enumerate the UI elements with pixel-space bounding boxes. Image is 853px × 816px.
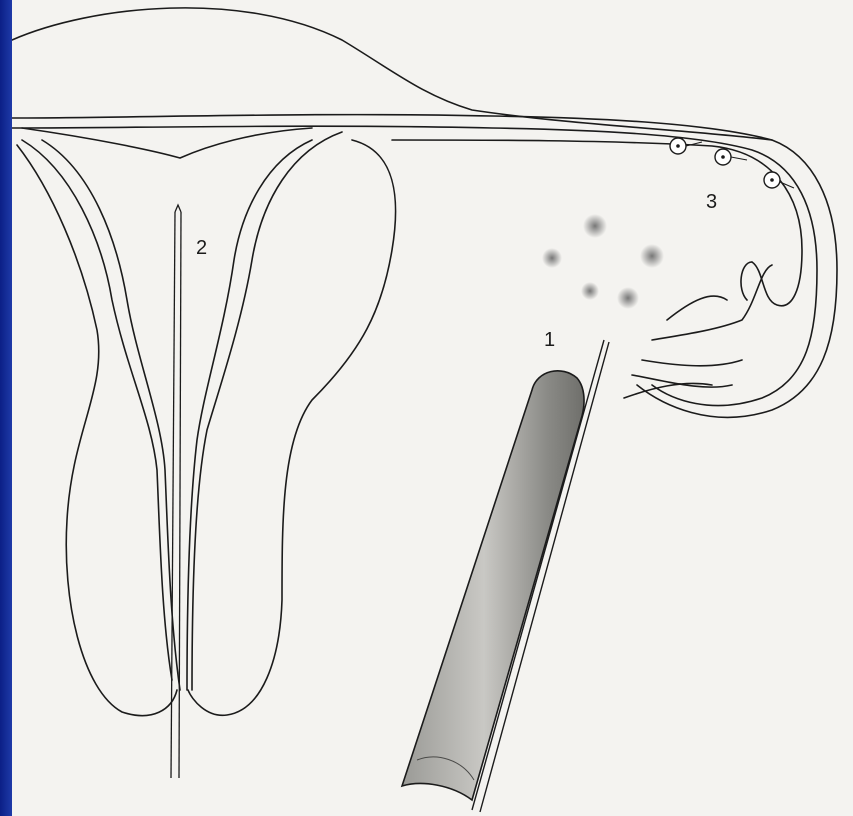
uterus-outer-wall-right	[188, 140, 396, 715]
fallopian-tube-lower-wall	[12, 126, 817, 405]
slide-edge	[0, 0, 12, 816]
label-three: 3	[706, 192, 717, 212]
uterine-fundus	[22, 128, 312, 158]
uterus-inner-wall-right	[192, 132, 342, 690]
fimbriae	[624, 262, 772, 398]
broad-ligament-outline	[12, 8, 772, 140]
drawing-canvas	[12, 0, 853, 816]
uterus-cavity-right	[187, 140, 312, 690]
label-one: 1	[544, 330, 555, 350]
label-two: 2	[196, 238, 207, 258]
uterus-outer-wall-left	[17, 145, 177, 716]
line-drawing: 1 2 3	[12, 0, 853, 816]
released-cells	[542, 214, 664, 309]
fallopian-tube-upper-wall	[12, 115, 837, 418]
uterus-inner-wall-left	[22, 140, 172, 680]
